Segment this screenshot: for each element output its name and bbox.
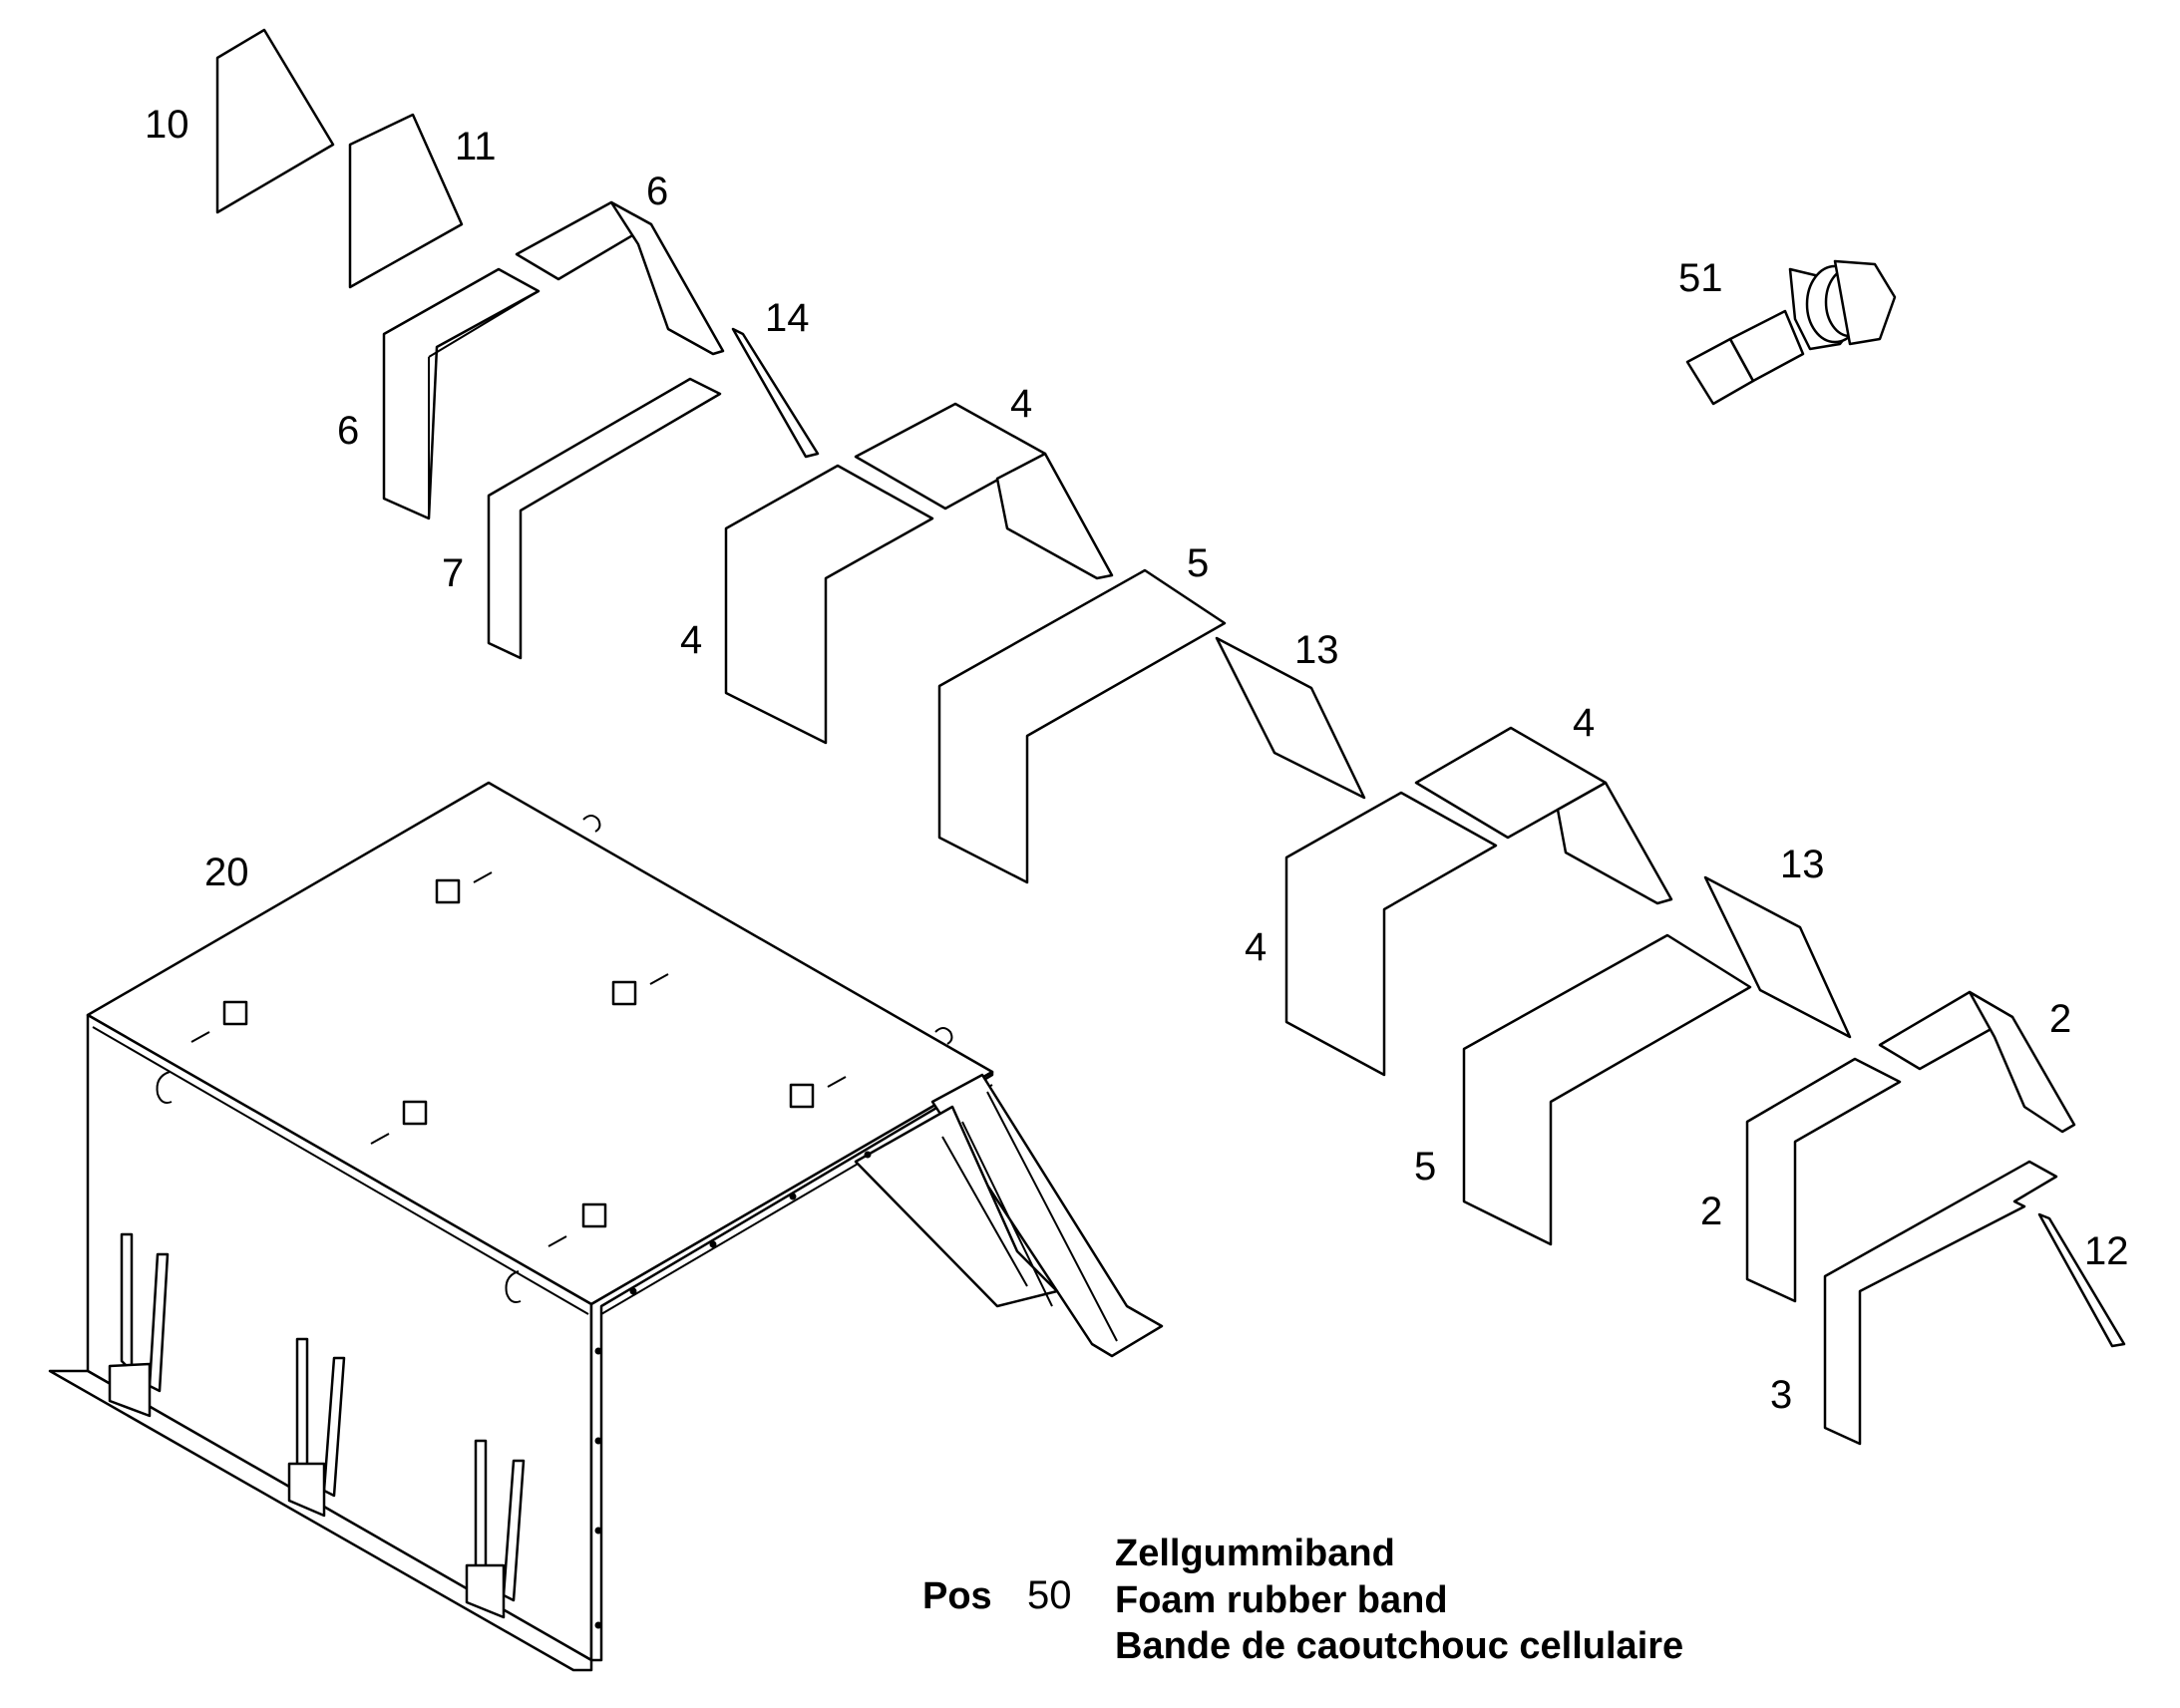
- part-13-pad-2: [1703, 875, 1852, 1039]
- part-number-labels: 10 11 6 14 6 7 4 4 5 13 4 4 13 2 2 5 12 …: [145, 103, 2129, 1417]
- label-part-51: 51: [1678, 256, 1723, 300]
- part-4-lower-bracket-2: [1284, 791, 1498, 1077]
- label-part-10: 10: [145, 103, 189, 147]
- label-part-4-c: 4: [1573, 701, 1595, 745]
- part-6-lower-bracket: [382, 267, 541, 520]
- part-11-pad: [348, 113, 464, 289]
- label-part-14: 14: [765, 296, 810, 340]
- part-51-bolt: [1685, 259, 1897, 406]
- part-3-angle-strip: [1823, 1160, 2058, 1446]
- part-4-lower-bracket-1: [724, 464, 934, 745]
- part-12-strip: [2037, 1212, 2126, 1348]
- label-part-4-b: 4: [680, 618, 702, 662]
- label-part-12: 12: [2084, 1229, 2129, 1273]
- part-13-pad-1: [1215, 636, 1366, 800]
- label-part-5-b: 5: [1414, 1145, 1436, 1189]
- part-5-channel-2: [1462, 933, 1752, 1246]
- legend-pos-label: Pos: [922, 1575, 992, 1617]
- label-part-13-b: 13: [1780, 843, 1825, 886]
- part-2-lower-bracket: [1745, 1057, 1902, 1303]
- part-4-upper-piece-1: [854, 402, 1114, 580]
- housing-bolt-holes: [594, 1151, 872, 1629]
- legend-line-english: Foam rubber band: [1115, 1579, 1448, 1621]
- part-10-pad: [215, 28, 335, 214]
- label-part-20: 20: [204, 851, 249, 894]
- part-5-channel-1: [937, 568, 1227, 884]
- housing-lifting-eyes: [156, 815, 953, 1303]
- housing-top-blocks: [190, 871, 847, 1247]
- part-4-upper-piece-2: [1414, 726, 1673, 905]
- label-part-4-d: 4: [1245, 925, 1267, 969]
- label-part-2-a: 2: [2049, 997, 2071, 1041]
- legend: Pos 50 Zellgummiband Foam rubber band Ba…: [922, 1533, 1683, 1667]
- label-part-13-a: 13: [1294, 628, 1339, 672]
- part-6-upper-piece: [515, 200, 725, 356]
- legend-line-french: Bande de caoutchouc cellulaire: [1115, 1625, 1683, 1667]
- part-2-upper-piece: [1878, 990, 2076, 1134]
- label-part-11: 11: [455, 125, 497, 169]
- part-14-strip: [731, 327, 820, 459]
- label-part-6-lower: 6: [337, 409, 359, 453]
- legend-pos-number: 50: [1027, 1573, 1072, 1617]
- label-part-4-a: 4: [1010, 382, 1032, 426]
- part-7-angle-strip: [487, 377, 722, 660]
- label-part-3: 3: [1770, 1373, 1792, 1417]
- part-20-housing: [48, 781, 1164, 1672]
- label-part-7: 7: [442, 551, 464, 595]
- label-part-6-upper: 6: [646, 170, 668, 213]
- label-part-5-a: 5: [1187, 541, 1209, 585]
- label-part-2-b: 2: [1700, 1190, 1722, 1233]
- legend-line-german: Zellgummiband: [1115, 1533, 1395, 1574]
